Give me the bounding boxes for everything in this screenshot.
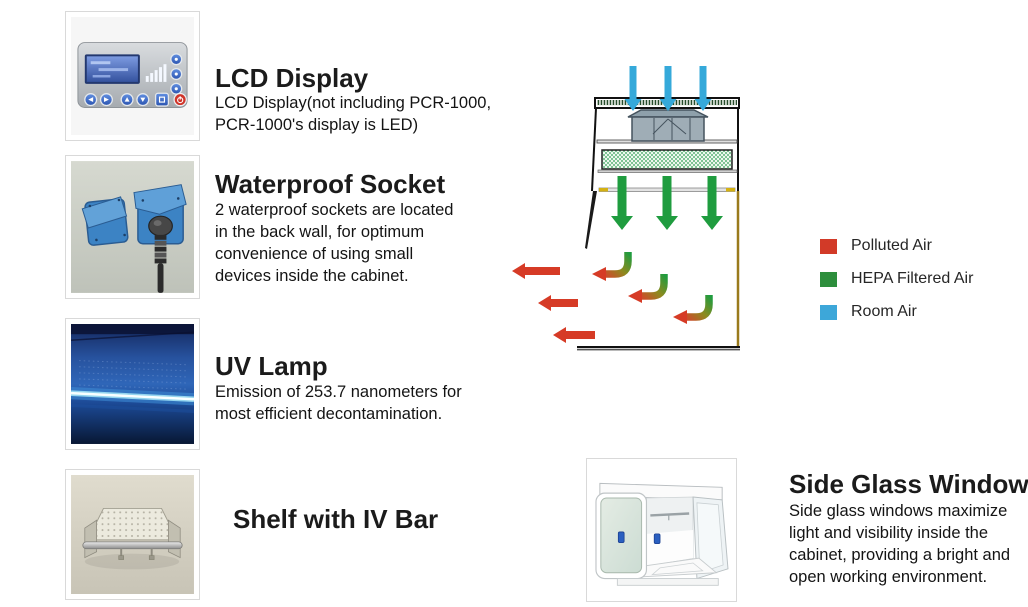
waterproof-socket-illustration [71,161,194,293]
airflow-schematic-diagram [512,66,740,351]
uv-lamp-illustration [71,324,194,444]
legend-label: Room Air [851,303,917,320]
shelf-with-iv-bar-photo [65,469,200,600]
filter-support [597,169,738,173]
power-button-icon [173,92,187,107]
feature-desc-uv-lamp: Emission of 253.7 nanometers for most ef… [215,383,462,423]
shelf-illustration [71,475,194,594]
air-turnaround-arrowheads [592,267,687,324]
socket-with-plug [133,184,187,293]
polluted-air-swatch-icon [820,238,837,254]
legend-item-polluted-air: Polluted Air [820,237,973,254]
legend-item-room-air: Room Air [820,303,973,320]
side-glass-cabinet-photo [586,458,737,602]
legend-label: Polluted Air [851,237,932,254]
signal-bars-icon [145,64,167,82]
left-wall [591,107,597,192]
socket-through-glass [617,531,625,544]
side-buttons [170,53,183,95]
hepa-filtered-air-swatch-icon [820,271,837,287]
iv-bar [82,541,183,550]
waterproof-sockets-photo [65,155,200,299]
airflow-legend: Polluted Air HEPA Filtered Air Room Air [820,237,974,337]
feature-title-shelf-iv-bar: Shelf with IV Bar [233,504,439,534]
feature-title-waterproof-socket: Waterproof Socket [215,169,446,199]
interior-iv-bar [650,512,690,517]
air-turnaround-arrows [606,252,713,321]
fan-blower [627,109,709,118]
feature-desc-waterproof-socket: 2 waterproof sockets are located in the … [215,201,454,285]
lcd-control-panel-photo [65,11,200,141]
feature-desc-side-glass-window: Side glass windows maximize light and vi… [789,502,1011,586]
legend-item-hepa-filtered-air: HEPA Filtered Air [820,270,974,287]
socket-closed [81,196,129,246]
feature-title-lcd-display: LCD Display [215,63,369,93]
room-air-swatch-icon [820,304,837,320]
plug-icon [148,215,173,237]
feature-title-side-glass-window: Side Glass Window [789,469,1028,499]
room-air-inlet-arrows [624,66,712,111]
hepa-filter [601,149,733,170]
interior-socket [653,533,661,544]
cabinet-illustration [592,464,731,596]
uv-tube-glow [71,387,194,413]
iv-bar-hooks [118,548,155,560]
lcd-panel-illustration [71,17,194,135]
legend-label: HEPA Filtered Air [851,270,974,287]
feature-title-uv-lamp: UV Lamp [215,351,328,381]
power-cable [157,263,164,293]
polluted-air-exhaust-arrows [512,263,595,343]
front-sash [585,191,597,249]
work-surface [577,346,740,349]
feature-desc-lcd-display: LCD Display(not including PCR-1000, PCR-… [215,94,492,134]
cabinet-base [616,578,719,586]
uv-lamp-photo [65,318,200,450]
bottom-buttons [84,92,187,107]
hepa-filtered-air-arrows [611,176,723,230]
